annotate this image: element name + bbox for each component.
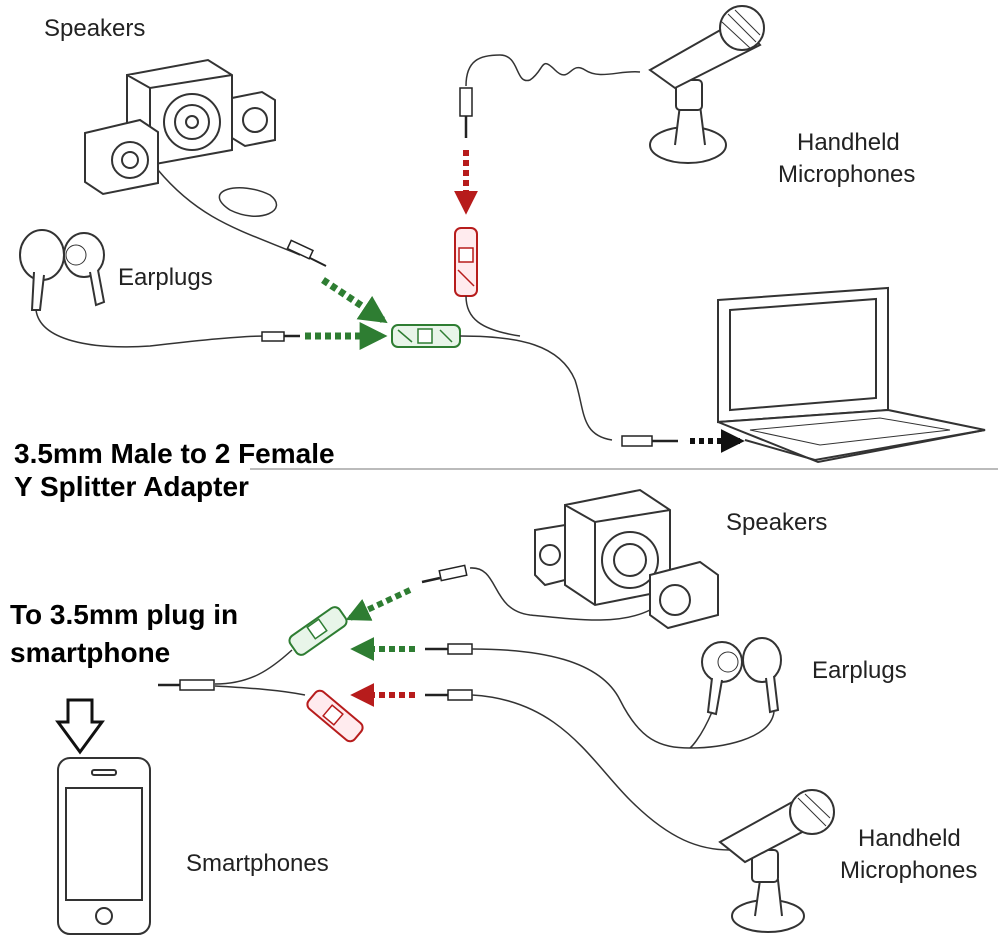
microphone-cable [465, 54, 641, 87]
bottom-microphone-cable [471, 694, 731, 851]
bottom-male-plug [158, 679, 215, 691]
top-red-jack-cable [465, 295, 521, 337]
speakers-icon [84, 58, 276, 196]
top-green-arrow-speakers [321, 277, 388, 324]
bottom-speakers-cable [469, 567, 651, 621]
down-arrow-icon [55, 698, 105, 755]
smartphone-icon [57, 757, 151, 935]
speakers-plug [286, 239, 327, 267]
bottom-speakers-plug [421, 564, 468, 584]
diagram-title-line2: Y Splitter Adapter [14, 471, 249, 502]
speakers-icon [534, 488, 719, 630]
laptop-icon [717, 286, 986, 464]
splitter-icon [454, 227, 478, 297]
microphone-icon [718, 789, 835, 933]
top-earplugs-label: Earplugs [118, 264, 213, 291]
top-microphones-label-line1: Handheld [797, 129, 900, 156]
plug-note-line1: To 3.5mm plug in [10, 599, 239, 630]
earplugs-cable [35, 309, 266, 348]
bottom-microphone-plug [425, 689, 473, 701]
microphone-plug [459, 87, 473, 138]
plug-note-line2: smartphone [10, 637, 171, 668]
bottom-microphones-label-line1: Handheld [858, 825, 961, 852]
earplugs-icon [701, 637, 782, 716]
smartphones-label: Smartphones [186, 850, 329, 877]
splitter-icon [391, 324, 461, 348]
speakers-cable [157, 169, 301, 256]
microphone-icon [648, 5, 765, 164]
bottom-microphones-label-line2: Microphones [840, 857, 978, 884]
earplugs-icon [19, 229, 106, 311]
bottom-green-arrow-speakers [345, 587, 412, 621]
splitter-icon [306, 689, 364, 743]
earplugs-plug [261, 331, 300, 342]
bottom-earplugs-label: Earplugs [812, 657, 907, 684]
top-speakers-label: Speakers [44, 15, 146, 42]
bottom-earplugs-cable [471, 648, 691, 749]
splitter-icon [288, 606, 348, 656]
top-splitter-cable [459, 335, 613, 441]
bottom-earplugs-plug [425, 643, 473, 655]
bottom-speakers-label: Speakers [726, 509, 828, 536]
top-output-plug [621, 435, 678, 447]
top-microphones-label-line2: Microphones [778, 161, 916, 188]
bottom-splitter-cables [214, 649, 306, 696]
diagram-title-line1: 3.5mm Male to 2 Female [14, 438, 335, 469]
